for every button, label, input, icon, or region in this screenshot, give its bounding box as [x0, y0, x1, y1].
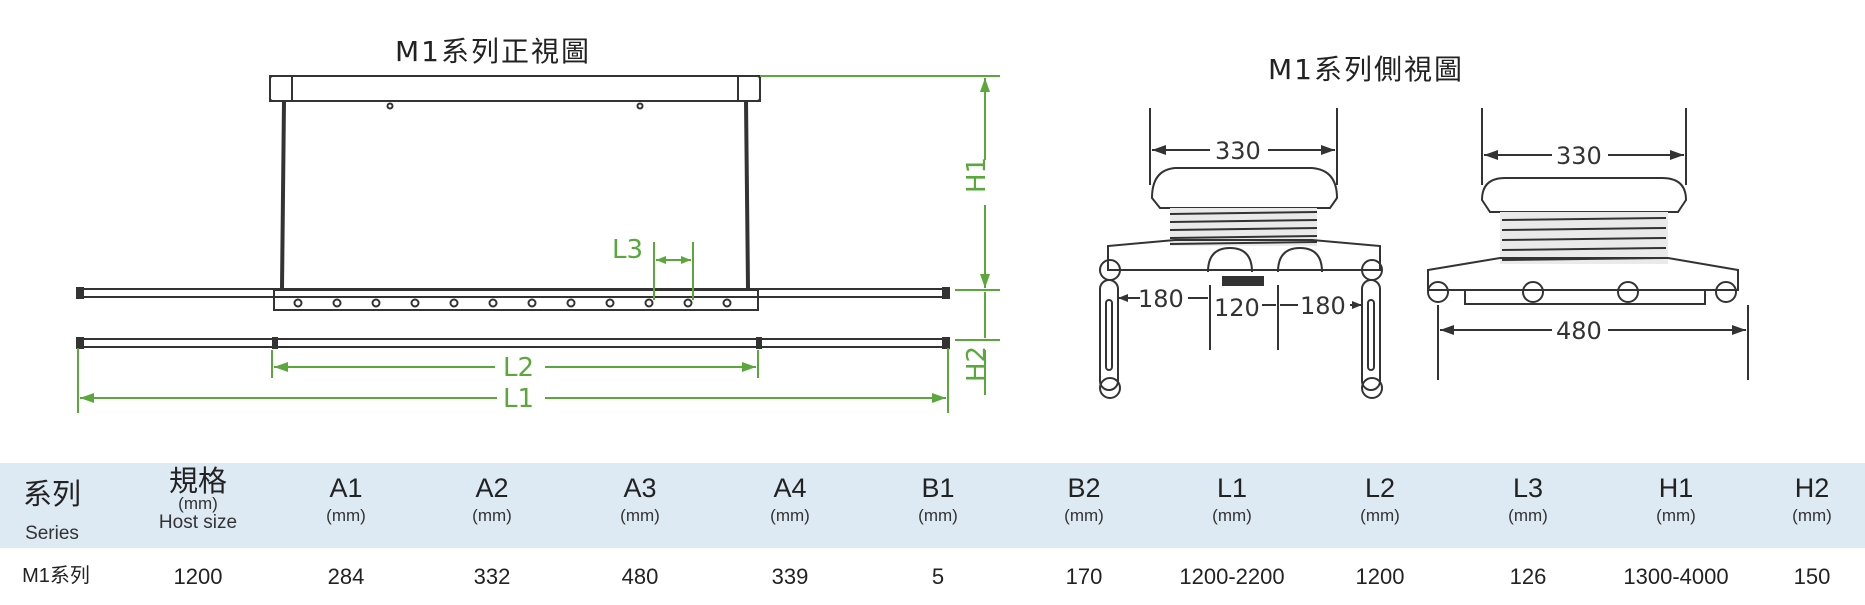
technical-drawing: L1 L2 L3 H1 H2 330 [76, 75, 1749, 414]
side-left-dim-180b: 180 [1300, 292, 1346, 320]
header-a4: A4 (mm) [770, 473, 810, 525]
dim-l3-label: L3 [612, 235, 643, 265]
rack-holes [293, 298, 732, 308]
side-view-left-drawing: 330 180 120 180 [1099, 108, 1383, 399]
side-right-base-label: 480 [1556, 317, 1602, 345]
front-view-title: M1系列正視圖 [395, 35, 591, 68]
cell-h2: 150 [1793, 564, 1831, 589]
header-a2: A2 (mm) [472, 473, 512, 525]
cell-host-size: 1200 [173, 564, 223, 589]
side-left-dim-180a: 180 [1138, 285, 1184, 313]
cell-l3: 126 [1509, 564, 1547, 589]
header-host-size: 規格 (mm) Host size [158, 466, 238, 533]
cell-h1: 1300-4000 [1623, 564, 1729, 589]
cell-a2: 332 [473, 564, 511, 589]
header-l1: L1 (mm) [1212, 473, 1252, 525]
spec-table: 系列 Series 規格 (mm) Host size A1 (mm) A2 (… [0, 463, 1865, 605]
header-a3: A3 (mm) [620, 473, 660, 525]
dim-h2-label: H2 [962, 346, 992, 382]
side-right-width-label: 330 [1556, 142, 1602, 170]
dim-h1-label: H1 [962, 157, 992, 193]
cell-a1: 284 [327, 564, 365, 589]
cell-series: M1系列 [22, 565, 90, 587]
header-l2: L2 (mm) [1360, 473, 1400, 525]
cell-b1: 5 [931, 564, 945, 589]
table-header-row: 系列 Series 規格 (mm) Host size A1 (mm) A2 (… [0, 463, 1865, 548]
table-row: M1系列 1200 284 332 480 339 5 170 1200-220… [0, 548, 1865, 605]
header-l3: L3 (mm) [1508, 473, 1548, 525]
header-b2: B2 (mm) [1064, 473, 1104, 525]
side-left-dim-120: 120 [1214, 294, 1260, 322]
cell-l2: 1200 [1355, 564, 1405, 589]
dim-l1-label: L1 [503, 384, 534, 414]
cell-b2: 170 [1065, 564, 1103, 589]
side-view-title: M1系列側視圖 [1268, 53, 1464, 86]
front-view-drawing: L1 L2 L3 H1 H2 [76, 75, 1000, 414]
side-left-width-label: 330 [1215, 137, 1261, 165]
header-series: 系列 Series [22, 479, 81, 544]
cell-l1: 1200-2200 [1179, 564, 1285, 589]
header-b1: B1 (mm) [918, 473, 958, 525]
header-h2: H2 (mm) [1792, 473, 1832, 525]
cell-a3: 480 [621, 564, 659, 589]
cell-a4: 339 [771, 564, 809, 589]
dim-l2-label: L2 [503, 353, 534, 383]
header-h1: H1 (mm) [1656, 473, 1696, 525]
header-a1: A1 (mm) [326, 473, 366, 525]
side-view-right-drawing: 330 480 [1427, 108, 1749, 380]
